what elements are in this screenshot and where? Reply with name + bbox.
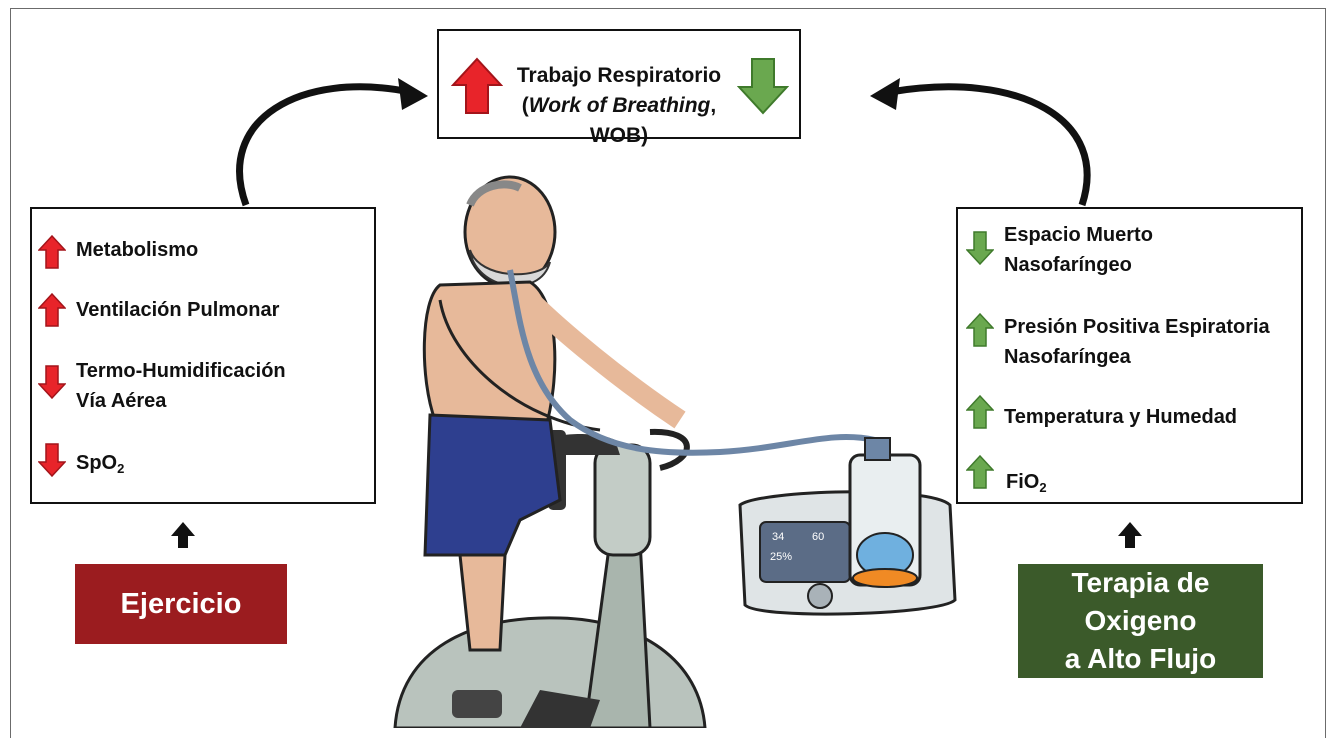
exercise-effects-box: Metabolismo Ventilación Pulmonar Termo-H…	[30, 207, 376, 504]
curved-arrow-left	[240, 87, 410, 205]
title-line2: (Work of Breathing, WOB)	[509, 91, 729, 151]
work-of-breathing-box: Trabajo Respiratorio (Work of Breathing,…	[437, 29, 801, 139]
up-arrow-terapia-icon	[1118, 522, 1142, 548]
terapia-line2: Oxigeno	[1018, 602, 1263, 640]
spo2-subscript: 2	[117, 461, 124, 476]
dead-space-line1: Espacio Muerto	[1004, 220, 1153, 250]
device-screen-value-2: 60	[812, 531, 824, 543]
device-screen-value-1: 34	[772, 531, 784, 543]
dead-space-line2: Nasofaríngeo	[1004, 250, 1153, 280]
fio2-label: FiO2	[1006, 467, 1047, 497]
spo2-text: SpO	[76, 452, 117, 474]
spo2-down-arrow-icon	[38, 443, 66, 477]
ventilation-up-arrow-icon	[38, 293, 66, 327]
fio2-subscript: 2	[1039, 480, 1046, 495]
title-line1: Trabajo Respiratorio	[509, 61, 729, 91]
humidification-line2: Vía Aérea	[76, 386, 286, 416]
peep-label: Presión Positiva Espiratoria Nasofarínge…	[1004, 312, 1270, 372]
curved-arrow-left-head	[398, 78, 428, 110]
title-paren: (	[522, 94, 529, 117]
dead-space-down-arrow-icon	[966, 231, 994, 265]
high-flow-effects-box: Espacio Muerto Nasofaríngeo Presión Posi…	[956, 207, 1303, 504]
peep-up-arrow-icon	[966, 313, 994, 347]
terapia-line1: Terapia de	[1018, 564, 1263, 602]
temperature-label: Temperatura y Humedad	[1004, 402, 1237, 432]
curved-arrow-right-head	[870, 78, 900, 110]
humidification-down-arrow-icon	[38, 365, 66, 399]
work-of-breathing-title: Trabajo Respiratorio (Work of Breathing,…	[509, 61, 729, 151]
curved-arrow-right	[890, 87, 1087, 205]
dead-space-label: Espacio Muerto Nasofaríngeo	[1004, 220, 1153, 280]
fio2-up-arrow-icon	[966, 455, 994, 489]
terapia-label: Terapia de Oxigeno a Alto Flujo	[1018, 564, 1263, 678]
terapia-line3: a Alto Flujo	[1018, 640, 1263, 678]
up-arrow-ejercicio-icon	[171, 522, 195, 548]
fio2-text: FiO	[1006, 471, 1039, 493]
title-italic: Work of Breathing	[529, 94, 711, 117]
oxygen-tube	[510, 270, 875, 453]
ventilation-label: Ventilación Pulmonar	[76, 295, 279, 325]
device-screen-value-3: 25%	[770, 551, 792, 563]
green-down-arrow-icon	[737, 57, 789, 115]
humidification-label: Termo-Humidificación Vía Aérea	[76, 356, 286, 416]
metabolism-up-arrow-icon	[38, 235, 66, 269]
spo2-label: SpO2	[76, 448, 124, 478]
red-up-arrow-icon	[451, 57, 503, 115]
humidification-line1: Termo-Humidificación	[76, 356, 286, 386]
high-flow-device-illustration: 34 60 25%	[740, 438, 955, 614]
metabolism-label: Metabolismo	[76, 235, 198, 265]
peep-line1: Presión Positiva Espiratoria	[1004, 312, 1270, 342]
peep-line2: Nasofaríngea	[1004, 342, 1270, 372]
temperature-up-arrow-icon	[966, 395, 994, 429]
ejercicio-label: Ejercicio	[75, 564, 287, 644]
